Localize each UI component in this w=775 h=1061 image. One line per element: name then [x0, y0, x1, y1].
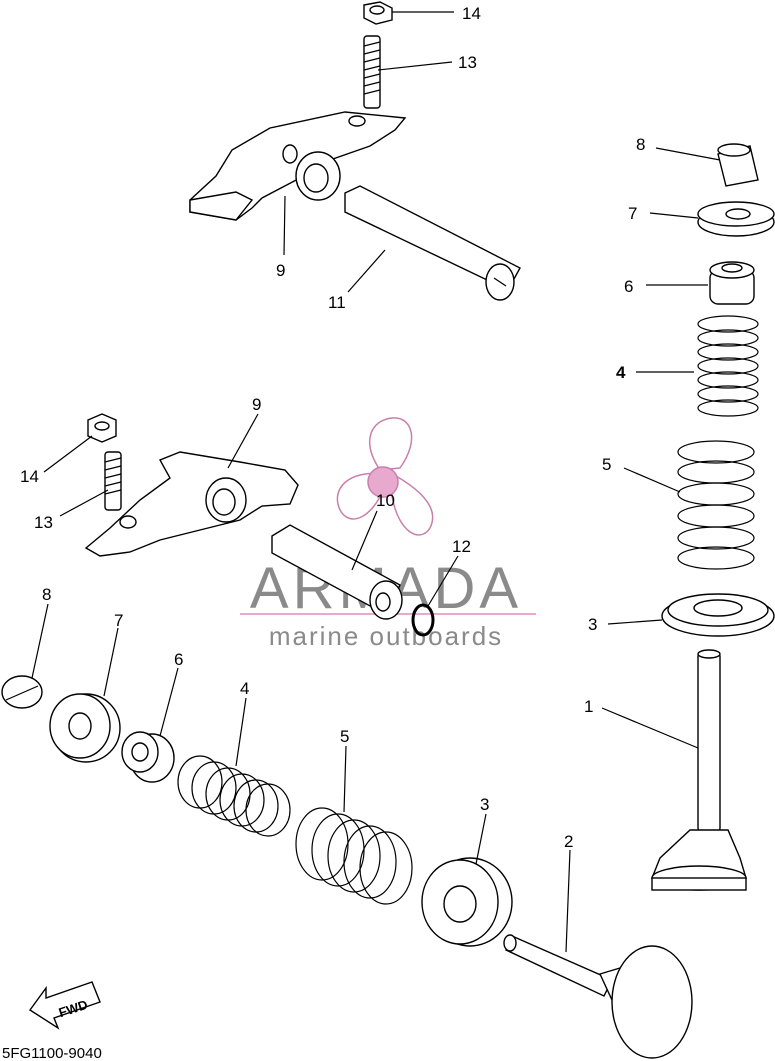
callout-3-left: 3: [480, 795, 489, 814]
valve-stem-seal-left: [421, 857, 513, 947]
diagram-code: 5FG1100-9040: [2, 1045, 102, 1061]
callout-2: 2: [564, 832, 573, 851]
callout-9-upper: 9: [276, 261, 285, 280]
spring-seat-right: [709, 261, 755, 305]
callout-13-upper: 13: [458, 53, 477, 72]
callout-12: 12: [452, 537, 471, 556]
spring-retainer-right: [697, 201, 775, 237]
callout-8-right: 8: [636, 135, 645, 154]
spring-retainer-left: [49, 693, 121, 763]
valve-cotter-left: [1, 675, 43, 709]
outer-spring-left: [295, 807, 413, 905]
callout-6-left: 6: [174, 650, 183, 669]
rocker-shaft-lower: [271, 524, 403, 620]
callout-14-upper: 14: [462, 4, 481, 23]
watermark-tagline: marine outboards: [269, 621, 503, 651]
intake-valve: [503, 934, 693, 1059]
callout-8-left: 8: [42, 585, 51, 604]
rocker-arm-upper: [189, 111, 407, 221]
adjusting-screw-upper: [363, 35, 381, 109]
exhaust-valve: [650, 649, 747, 891]
outer-spring-right: [677, 440, 755, 570]
callout-3-right: 3: [588, 615, 597, 634]
callout-5-left: 5: [340, 727, 349, 746]
adjusting-screw-lower: [104, 451, 122, 511]
callout-7-right: 7: [628, 204, 637, 223]
callout-7-left: 7: [114, 611, 123, 630]
callout-4-left: 4: [240, 679, 249, 698]
callout-labels: 14 13 9 11 8 7 6 4 5 3 1 9 14 13 10 12 8…: [20, 4, 645, 851]
nut-lower: [87, 413, 117, 443]
leader-lines: [31, 11, 721, 953]
rocker-shaft-upper: [344, 185, 521, 301]
nut-upper: [363, 1, 393, 25]
callout-4-right: 4: [616, 363, 626, 382]
valve-stem-seal-right: [661, 593, 775, 637]
callout-14-lower: 14: [20, 467, 39, 486]
spring-seat-left: [121, 731, 175, 783]
callout-9-lower: 9: [252, 395, 261, 414]
fwd-arrow: FWD: [28, 981, 101, 1030]
rocker-arm-lower: [84, 451, 299, 557]
o-ring: [411, 603, 435, 637]
callout-6-right: 6: [624, 277, 633, 296]
callout-1: 1: [584, 697, 593, 716]
callout-5-right: 5: [602, 455, 611, 474]
callout-13-lower: 13: [34, 513, 53, 532]
callout-10: 10: [376, 491, 395, 510]
callout-11: 11: [328, 293, 346, 312]
propeller-logo: [336, 417, 434, 536]
inner-spring-right: [697, 315, 759, 417]
inner-spring-left: [177, 755, 291, 837]
valve-cotter-right: [717, 143, 759, 187]
